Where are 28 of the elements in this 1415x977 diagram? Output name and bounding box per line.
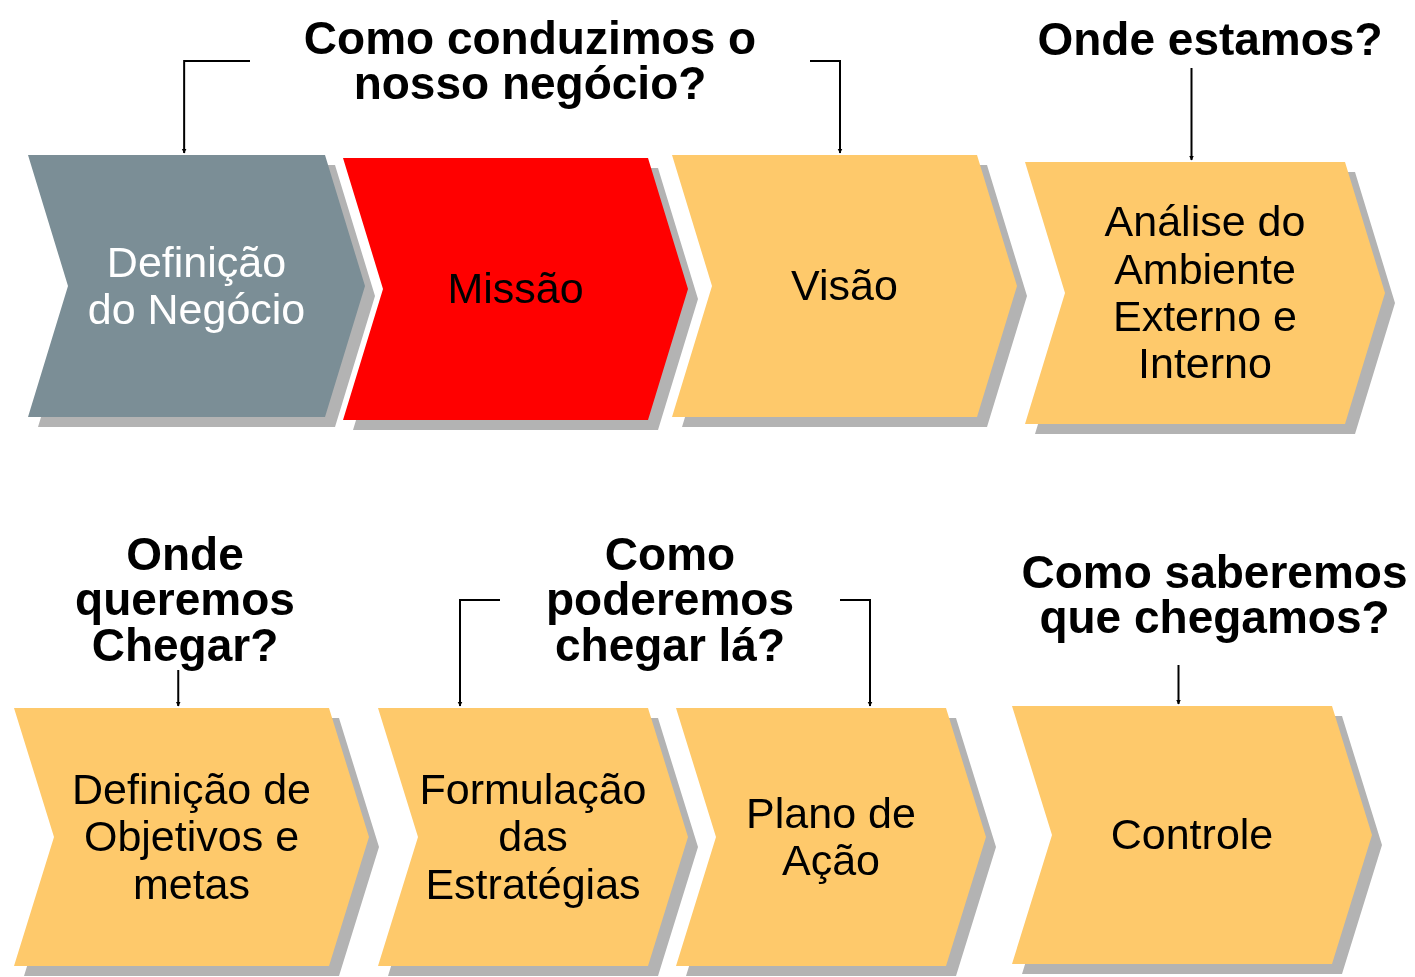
arrow	[1176, 664, 1181, 705]
question-text: Onde estamos?	[1010, 12, 1410, 68]
chevron-step	[672, 155, 1027, 427]
question-text: Onde queremos Chegar?	[40, 530, 330, 670]
chevron-step	[14, 708, 379, 976]
arrow	[809, 60, 843, 154]
arrow	[175, 669, 181, 707]
chevron-step	[378, 708, 698, 976]
arrow	[1189, 67, 1194, 161]
step-label: Formulação das Estratégias	[419, 766, 647, 908]
chevron-step	[343, 158, 698, 430]
chevron-step	[28, 155, 375, 427]
arrow	[457, 599, 501, 707]
arrow	[839, 599, 873, 707]
step-label: Visão	[791, 262, 898, 310]
question-text: Como conduzimos o nosso negócio?	[250, 5, 810, 117]
chevron-step	[1025, 162, 1395, 434]
chevron-step	[1012, 706, 1382, 974]
step-label: Definição de Objetivos e metas	[70, 766, 312, 908]
question-text: Como saberemos que chegamos?	[1012, 525, 1415, 665]
question-text: Como poderemos chegar lá?	[500, 530, 840, 670]
step-label: Missão	[447, 265, 584, 313]
chevron-step	[676, 708, 996, 976]
step-label: Plano de Ação	[745, 789, 917, 885]
step-label: Análise do Ambiente Externo e Interno	[1103, 198, 1307, 388]
arrow	[181, 60, 251, 154]
step-label: Controle	[1110, 811, 1274, 859]
step-label: Definição do Negócio	[86, 238, 307, 334]
